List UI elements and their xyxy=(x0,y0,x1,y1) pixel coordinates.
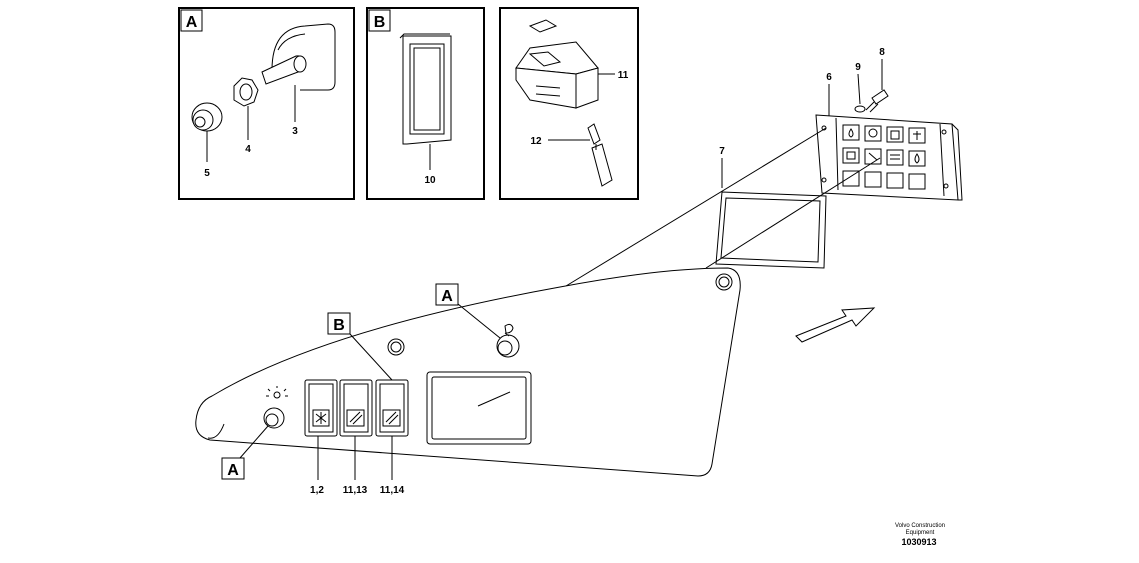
switch-position-callouts: 1,2 11,13 11,14 xyxy=(310,436,405,496)
detail-box-a-label: A xyxy=(186,14,198,31)
keypad-callouts: 6 9 8 7 xyxy=(719,47,885,188)
part-7-frame xyxy=(715,191,827,269)
callout-12: 12 xyxy=(530,136,542,147)
switch-cap xyxy=(528,19,558,33)
part-12-connector xyxy=(587,123,601,145)
callout-3: 3 xyxy=(292,126,298,137)
brand-line-2: Equipment xyxy=(906,530,935,536)
callout-5: 5 xyxy=(204,168,210,179)
direction-arrow xyxy=(795,307,876,343)
callout-4: 4 xyxy=(245,144,251,155)
detail-box-b: B 10 xyxy=(366,7,485,200)
panel-view-markers: A A B xyxy=(221,283,501,480)
panel-knob-right xyxy=(496,323,520,358)
callout-8: 8 xyxy=(879,47,885,58)
panel-switch-2 xyxy=(339,379,373,437)
panel-knob-left xyxy=(263,386,288,429)
projection-lines xyxy=(565,127,881,287)
footer-brand: Volvo Construction Equipment 1030913 xyxy=(895,523,945,547)
document-number: 1030913 xyxy=(901,537,936,547)
view-marker-a-top: A xyxy=(441,288,453,305)
callout-6: 6 xyxy=(826,72,832,83)
brand-line-1: Volvo Construction xyxy=(895,523,945,529)
detail-box-a: A 5 4 3 xyxy=(178,7,355,200)
callout-9: 9 xyxy=(855,62,861,73)
view-marker-a-bottom: A xyxy=(227,462,239,479)
view-marker-b: B xyxy=(333,317,345,334)
callout-11-13: 11,13 xyxy=(343,485,368,496)
detail-box-switch: 11 12 xyxy=(499,7,639,200)
callout-7: 7 xyxy=(719,146,725,157)
part-8-screw xyxy=(871,89,889,105)
part-10-switch-frame xyxy=(402,35,452,145)
detail-box-b-label: B xyxy=(374,14,386,31)
callout-10: 10 xyxy=(424,175,436,186)
part-9-washer xyxy=(854,105,866,113)
keypad-plate xyxy=(815,114,963,201)
callout-11-14: 11,14 xyxy=(380,485,405,496)
panel-display-window xyxy=(426,371,532,445)
panel-switch-1 xyxy=(304,379,338,437)
instrument-panel xyxy=(195,267,741,477)
screw-and-washer xyxy=(854,89,889,113)
panel-switch-3 xyxy=(375,379,409,437)
callout-1-2: 1,2 xyxy=(310,485,324,496)
callout-11-detail: 11 xyxy=(618,70,629,81)
